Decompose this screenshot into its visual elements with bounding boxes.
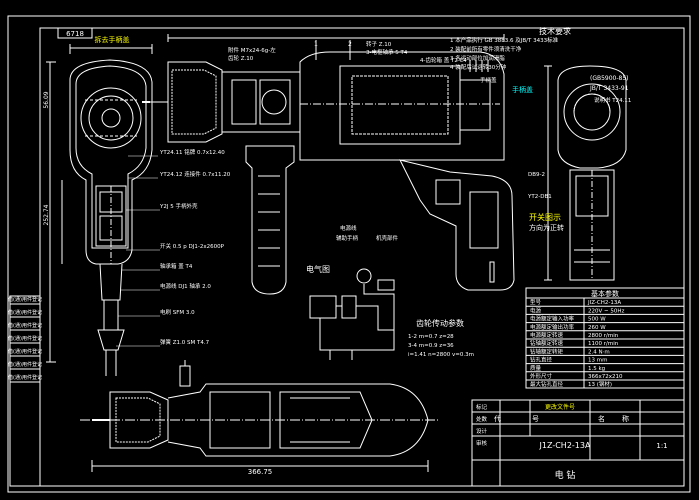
param-name: 钻轴额定转矩 [530, 347, 564, 355]
tb-drawing-no: J1Z-CH2-13A [539, 441, 591, 450]
main-section-view [142, 34, 515, 295]
tech-title: 技术要求 [539, 26, 571, 36]
left-register-label: 借(通)用件登记 [8, 374, 42, 381]
param-name: 外形尺寸 [530, 372, 553, 380]
tb-product-name: 电 钻 [555, 469, 576, 481]
param-value: 1.5 kg [588, 366, 605, 372]
left-callouts [116, 155, 160, 347]
param-name: 电源额定转速 [530, 331, 564, 339]
title-block [471, 399, 685, 487]
bottom-side-view [80, 360, 440, 472]
callout-right: DB9-2 [528, 172, 545, 178]
label-wiring: 电气图 [306, 264, 330, 274]
dim-bottom-length: 366.75 [248, 468, 273, 476]
callout-left: YT24.12 连接件 0.7x11.20 [159, 170, 231, 178]
revision-row: 审核 [476, 439, 488, 447]
tb-row-label: 更改文件号 [545, 403, 575, 411]
tech-line: 2 装配前所有零件须清洗干净 [450, 45, 522, 53]
param-value: JIZ-CH2-13A [587, 300, 621, 306]
callout-left: 弹簧 Z1.0 SM T4.7 [160, 338, 210, 346]
stamp-box [57, 27, 93, 39]
sheet-border-outer [7, 15, 691, 493]
right-end-view [544, 65, 627, 281]
param-value: 366x72x210 [588, 374, 623, 380]
param-value: 220V ~ 50Hz [588, 308, 624, 314]
tech-ref2: JB/T 3433-91 [589, 85, 629, 92]
callout-top: 转子 Z.10 [366, 40, 392, 48]
param-table-title: 基本参数 [591, 289, 619, 298]
param-name: 电源 [530, 306, 542, 314]
callout-mid: 辅助手柄 [336, 234, 359, 242]
dim-left-height: 252.74 [43, 204, 50, 225]
left-register-label: 借(通)用件登记 [8, 335, 42, 342]
handle-section-view [46, 44, 153, 376]
label-handle-cover-right: 手柄盖 [512, 85, 533, 94]
callout-left: 电刷 SFM 3.0 [160, 308, 195, 316]
param-name: 钻孔直径 [530, 356, 553, 364]
sheet-border-inner [39, 27, 685, 487]
label-handle-cover-top: 拆去手柄盖 [95, 35, 130, 44]
param-value: 13 (钢材) [588, 380, 612, 388]
callout-top: 3-电枢轴承 5 T4 [366, 48, 408, 56]
param-name: 电源额定输出功率 [530, 323, 575, 331]
param-name: 型号 [530, 298, 542, 306]
callout-num-1: 1 [314, 41, 318, 48]
param-name: 质量 [530, 364, 542, 372]
param-table: 基本参数 型号 JIZ-CH2-13A 电源 220V ~ 50Hz 电源额定输入功率 5… [525, 287, 685, 389]
tb-col-name: 名 [598, 414, 605, 423]
left-register-label: 借(通)用件登记 [8, 361, 42, 368]
callout-mid: 机壳部件 [376, 234, 399, 242]
param-value: 500 W [588, 317, 606, 323]
callout-left: 电源线 DJ1 轴承 2.0 [160, 282, 211, 290]
tb-col-code: 代 [494, 414, 501, 423]
gear-param-line: 3-4 m=0.9 z=36 [408, 343, 454, 349]
callout-top: 齿轮 Z.10 [228, 54, 254, 62]
tech-ref: (GB5900-85) [590, 75, 629, 82]
left-register-label: 借(通)用件登记 [8, 322, 42, 329]
left-register-column: 借(通)用件登记借(通)用件登记借(通)用件登记借(通)用件登记借(通)用件登记… [8, 295, 42, 487]
tech-line: 1 本产品执行 GB 3883.6 及JB/T 3433标准 [450, 36, 559, 44]
callout-top: 手柄盖 [480, 76, 497, 84]
callout-left: 开关 0.5 p DJ1-2x2600P [160, 242, 225, 250]
left-register-label: 借(通)用件登记 [8, 296, 42, 303]
tb-col-name2: 称 [622, 414, 629, 423]
param-name: 最大钻孔直径 [530, 380, 564, 388]
revision-row: 处数 [476, 415, 488, 423]
callout-right: 说明书 T24.11 [594, 96, 631, 104]
tech-line: 4 装配后试运转30分钟 [450, 63, 507, 71]
wiring-diagram [309, 268, 395, 360]
stamp-text: 6718 [66, 30, 84, 38]
gear-param-line: i=1.41 n=2800 v=0.3m [408, 352, 474, 358]
callout-left: 轴承箱 盖 T4 [160, 262, 193, 270]
callout-left: Y2J 5 手柄外壳 [159, 202, 198, 210]
label-switch-view: 开关图示 [529, 212, 561, 222]
param-name: 钻轴额定转速 [530, 339, 564, 347]
gear-param-line: 1-2 m=0.7 z=28 [408, 334, 454, 340]
callout-top: 附件 M7x24-6g-左 [228, 46, 276, 54]
param-name: 电源额定输入功率 [530, 315, 575, 323]
callout-top: 4-齿轮箱 盖 T2 C4 [420, 56, 467, 64]
callout-mid: 电源线 [340, 224, 357, 232]
label-gear-params: 齿轮传动参数 [416, 318, 464, 328]
left-register-label: 借(通)用件登记 [8, 348, 42, 355]
label-switch-direction: 方向为正转 [529, 223, 564, 232]
callout-left: YT24.11 铭牌 0.7x12.40 [159, 148, 225, 156]
param-value: 2800 r/min [588, 333, 619, 339]
param-value: 260 W [588, 325, 606, 331]
param-value: 1100 r/min [588, 341, 619, 347]
dim-left-top: 56.09 [43, 91, 50, 108]
callout-num-2: 2 [348, 41, 352, 48]
left-register-label: 借(通)用件登记 [8, 309, 42, 316]
callout-right: YT2-DB1 [527, 194, 552, 200]
tb-col-no: 号 [532, 415, 539, 423]
param-value: 13 mm [588, 358, 607, 364]
tech-line: 3 各运动部位加润滑脂 [450, 54, 505, 62]
tb-scale: 1:1 [656, 442, 667, 450]
revision-row: 标记 [476, 403, 488, 411]
param-value: 2.4 N·m [588, 349, 610, 355]
revision-row: 设计 [476, 427, 488, 435]
